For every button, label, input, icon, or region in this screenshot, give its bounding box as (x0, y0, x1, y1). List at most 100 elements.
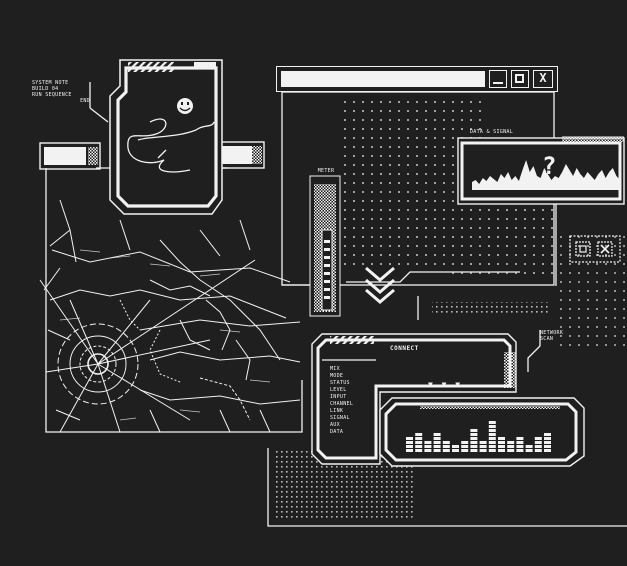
equalizer-bar (488, 429, 496, 432)
note-line: BUILD 04 (32, 86, 59, 92)
dot-field-right (448, 200, 556, 280)
level-meter (309, 175, 341, 317)
note-line: END (80, 98, 90, 104)
maximize-button[interactable] (511, 70, 529, 88)
equalizer-bar (544, 445, 551, 448)
question-mark-icon: ? (542, 152, 557, 180)
equalizer-bar (433, 433, 441, 436)
smiley-icon (177, 98, 193, 114)
note-text-block: SYSTEM NOTE BUILD 04 RUN SEQUENCE END (32, 80, 90, 104)
equalizer-bar (488, 445, 496, 448)
equalizer-bar (452, 449, 459, 452)
equalizer-bar (415, 433, 423, 436)
device-list-item[interactable]: MIX (330, 366, 340, 372)
device-list-item[interactable]: STATUS (330, 380, 350, 386)
equalizer-bar (479, 449, 487, 452)
equalizer-bar (424, 445, 432, 448)
equalizer-bar (498, 437, 505, 440)
note-line: RUN SEQUENCE (32, 92, 72, 98)
close-button[interactable]: X (533, 70, 553, 88)
equalizer-bar (544, 441, 551, 444)
equalizer-bar (498, 449, 505, 452)
main-window-title (281, 79, 285, 89)
equalizer-bar (415, 445, 423, 448)
equalizer-bar (406, 445, 413, 448)
equalizer-bar (488, 425, 496, 428)
equalizer-bar (442, 441, 450, 444)
map-frame (45, 168, 303, 433)
equalizer-bar (433, 445, 441, 448)
device-list-item[interactable]: SIGNAL (330, 415, 350, 421)
equalizer-bar (461, 449, 469, 452)
equalizer-bar (498, 441, 505, 444)
device-list-item[interactable]: INPUT (330, 394, 347, 400)
close-icon: X (539, 71, 547, 85)
chart-panel-frame (457, 136, 625, 205)
device-panel-header: CONNECT (390, 345, 419, 352)
equalizer-bar (507, 445, 515, 448)
minimize-icon (493, 82, 503, 84)
left-bar-field (39, 142, 101, 170)
network-line: SCAN (540, 336, 554, 342)
equalizer-bar (415, 441, 423, 444)
equalizer-bar (544, 449, 551, 452)
chevrons-down-icon (365, 266, 395, 304)
chart-panel-header: DATA & SIGNAL (470, 129, 514, 135)
note-line: SYSTEM NOTE (32, 80, 69, 86)
device-list-item[interactable]: DATA (330, 429, 344, 435)
equalizer-bar (461, 445, 469, 448)
waveform (472, 160, 620, 190)
equalizer-bar (442, 445, 450, 448)
mini-window (569, 235, 621, 263)
equalizer-bar (525, 449, 533, 452)
minimize-button[interactable] (489, 70, 507, 88)
device-panel-arrows: ▼ ▼ ▼ (428, 380, 463, 389)
main-window-titlebar[interactable]: X (276, 66, 558, 92)
frame-line-bottom (267, 448, 627, 527)
equalizer-frame (379, 397, 585, 467)
equalizer-bar (406, 441, 413, 444)
equalizer-bars (406, 421, 551, 452)
equalizer-bar (479, 445, 487, 448)
maximize-icon[interactable] (575, 241, 591, 257)
network-text-block: NETWORK SCAN (540, 330, 598, 342)
device-list-item[interactable]: MODE (330, 373, 344, 379)
equalizer-bar (488, 433, 496, 436)
equalizer-bar (406, 437, 413, 440)
device-list-item[interactable]: AUX (330, 422, 340, 428)
dot-field-strip (432, 302, 550, 316)
close-icon[interactable] (597, 241, 613, 257)
equalizer-bar (470, 429, 478, 432)
equalizer-bar (488, 449, 496, 452)
equalizer-bar (479, 441, 487, 444)
equalizer-bar (516, 445, 524, 448)
memo-panel (109, 59, 223, 215)
device-list-item[interactable]: LINK (330, 408, 344, 414)
equalizer-bar (525, 445, 533, 448)
equalizer-bar (488, 437, 496, 440)
equalizer-bar (470, 437, 478, 440)
device-list-item[interactable]: LEVEL (330, 387, 347, 393)
equalizer-bar (488, 421, 496, 424)
device-list-item[interactable]: CHANNEL (330, 401, 354, 407)
equalizer-bar (424, 441, 432, 444)
equalizer-bar (498, 445, 505, 448)
network-line: NETWORK (540, 330, 564, 336)
equalizer-bar (534, 445, 542, 448)
device-list: MIX MODE STATUS LEVEL INPUT CHANNEL LINK… (330, 366, 374, 435)
equalizer-bar (406, 449, 413, 452)
equalizer-bar (534, 441, 542, 444)
equalizer-bar (415, 449, 423, 452)
equalizer-bar (544, 433, 551, 436)
equalizer-bar (415, 437, 423, 440)
equalizer-bar (433, 441, 441, 444)
equalizer-bar (461, 441, 469, 444)
equalizer-bar (516, 437, 524, 440)
device-panel-frame (311, 333, 517, 465)
equalizer-bar (470, 445, 478, 448)
main-window-title-field (281, 71, 485, 87)
equalizer-bar (544, 437, 551, 440)
equalizer-bar (433, 437, 441, 440)
